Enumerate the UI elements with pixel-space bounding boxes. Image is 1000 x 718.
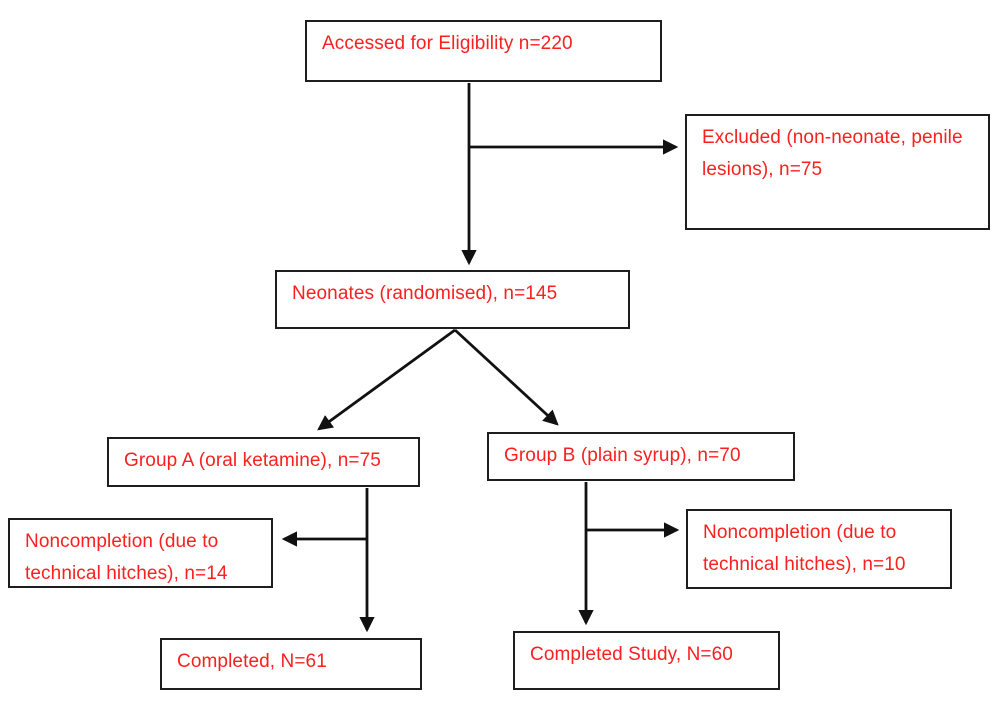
box-completed-study-group-b: Completed Study, N=60 <box>513 631 780 690</box>
box-accessed-for-eligibility: Accessed for Eligibility n=220 <box>305 20 662 82</box>
arrow-randomised-to-group-b <box>454 328 559 426</box>
box-neonates-randomised: Neonates (randomised), n=145 <box>275 270 630 329</box>
arrow-randomised-to-group-a <box>317 328 456 431</box>
box-noncompletion-group-a: Noncompletion (due to technical hitches)… <box>8 518 273 588</box>
box-group-a: Group A (oral ketamine), n=75 <box>107 437 420 487</box>
box-noncompletion-group-b: Noncompletion (due to technical hitches)… <box>686 509 952 589</box>
box-excluded: Excluded (non-neonate, penile lesions), … <box>685 114 990 230</box>
box-completed-group-a: Completed, N=61 <box>160 638 422 690</box>
box-group-b: Group B (plain syrup), n=70 <box>487 432 795 481</box>
